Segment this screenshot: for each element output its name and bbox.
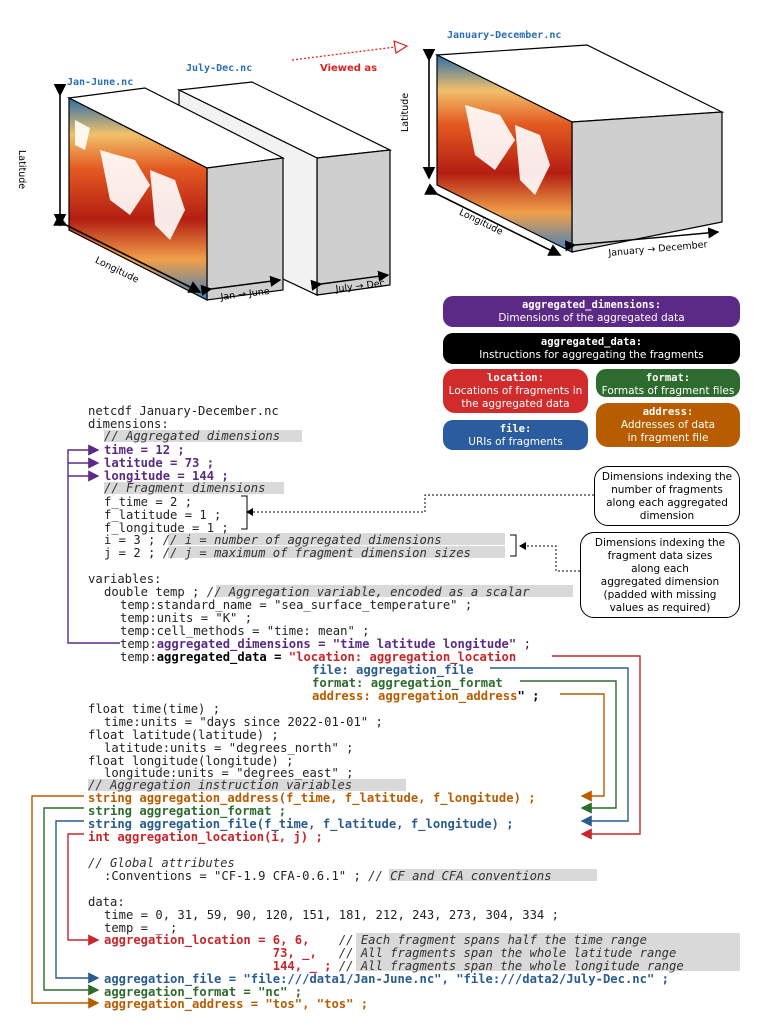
legend-desc: Locations of fragments in: [448, 385, 583, 397]
code-line-aggregated-dimensions: temp:aggregated_dimensions = "time latit…: [120, 637, 531, 651]
code-line-location-data: 144, _ ; // All fragments span the whole…: [104, 959, 684, 973]
longitude-arrow-left: [53, 214, 202, 293]
legend-key: aggregated_data:: [540, 336, 643, 348]
code-comment: // Global attributes: [88, 856, 235, 870]
code-line: f_time = 2 ;: [104, 495, 193, 509]
code-line-address-data: aggregation_address = "tos", "tos" ;: [104, 997, 369, 1011]
callout-line: along each aggregated: [606, 497, 728, 509]
callout-line: Dimensions indexing the: [594, 537, 726, 549]
code-comment: // Aggregated dimensions: [104, 429, 281, 443]
code-line: variables:: [88, 572, 162, 586]
legend-desc: in fragment file: [627, 432, 709, 444]
code-line-address: address: aggregation_address" ;: [312, 689, 540, 703]
code-line-aggregation-location: int aggregation_location(i, j) ;: [88, 830, 323, 844]
legend-address: address: Addresses of data in fragment f…: [596, 403, 740, 447]
code-line: float longitude(longitude) ;: [88, 754, 294, 768]
code-line-location-data: 73, _, // All fragments span the whole l…: [104, 946, 677, 960]
legend-key: format:: [645, 372, 691, 384]
legend-key: address:: [642, 406, 694, 418]
file-label-jan-june: Jan-June.nc: [67, 77, 134, 88]
code-line: f_latitude = 1 ;: [104, 508, 222, 522]
viewed-as-arrow: [291, 46, 396, 61]
callout-line: values as required): [609, 602, 711, 614]
code-line: temp:cell_methods = "time: mean" ;: [120, 624, 370, 638]
code-line: netcdf January-December.nc: [88, 404, 279, 418]
legend-desc: Dimensions of the aggregated data: [498, 312, 685, 324]
callout-line: number of fragments: [611, 484, 723, 496]
callout-fragment-counts: Dimensions indexing the number of fragme…: [594, 466, 740, 526]
code-line-time-dim: time = 12 ;: [104, 443, 185, 457]
code-line-file: file: aggregation_file: [312, 663, 474, 677]
legend-desc: Instructions for aggregating the fragmen…: [479, 349, 704, 361]
callout-line: (padded with missing: [603, 589, 717, 601]
code-line-location-data: aggregation_location = 6, 6, // Each fra…: [104, 933, 647, 947]
callout-line: fragment data sizes: [607, 550, 713, 562]
code-line-format-data: aggregation_format = "nc" ;: [104, 985, 303, 999]
code-line: temp:standard_name = "sea_surface_temper…: [120, 598, 473, 612]
code-line-aggregation-address: string aggregation_address(f_time, f_lat…: [88, 791, 536, 805]
legend-desc: URIs of fragments: [468, 436, 563, 448]
code-line: data:: [88, 895, 125, 909]
code-line: longitude:units = "degrees_east" ;: [104, 766, 354, 780]
code-line-aggregation-format: string aggregation_format ;: [88, 804, 287, 818]
callout-line: Dimensions indexing the: [601, 471, 733, 483]
callout-line: dimension: [639, 510, 695, 522]
code-line-format: format: aggregation_format: [312, 676, 503, 690]
code-line: dimensions:: [88, 417, 169, 431]
legend-location: location: Locations of fragments in the …: [443, 369, 588, 413]
legend-aggregated-data: aggregated_data: Instructions for aggreg…: [443, 333, 740, 364]
legend-aggregated-dimensions: aggregated_dimensions: Dimensions of the…: [443, 296, 740, 327]
code-line: time = 0, 31, 59, 90, 120, 151, 181, 212…: [104, 908, 559, 922]
legend-key: location:: [487, 372, 544, 384]
code-line-latitude-dim: latitude = 73 ;: [104, 456, 215, 470]
callout-line: aggregated dimension: [600, 576, 720, 588]
code-line: temp = _ ;: [104, 921, 178, 935]
legend-key: file:: [499, 423, 532, 435]
code-comment: // Fragment dimensions: [104, 481, 266, 495]
callout-line: along each: [631, 563, 689, 575]
legend-key: aggregated_dimensions:: [521, 299, 662, 311]
file-label-july-dec: July-Dec.nc: [186, 63, 253, 74]
code-line: float time(time) ;: [88, 702, 221, 716]
code-line: float latitude(latitude) ;: [88, 728, 279, 742]
code-line: f_longitude = 1 ;: [104, 521, 229, 535]
code-line: :Conventions = "CF-1.9 CFA-0.6.1" ; // C…: [104, 869, 552, 883]
code-line: latitude:units = "degrees_north" ;: [104, 741, 354, 755]
viewed-as-label: Viewed as: [320, 63, 378, 74]
code-line: temp:units = "K" ;: [120, 611, 253, 625]
legend-desc: the aggregated data: [461, 398, 570, 410]
code-line: i = 3 ; // i = number of aggregated dime…: [104, 533, 442, 547]
code-line-longitude-dim: longitude = 144 ;: [104, 469, 229, 483]
code-line-aggregation-file: string aggregation_file(f_time, f_latitu…: [88, 817, 514, 831]
file-label-january-december: January-December.nc: [447, 30, 562, 41]
code-line-aggregated-data: temp:aggregated_data = "location: aggreg…: [120, 650, 517, 664]
code-comment: // Aggregation instruction variables: [88, 778, 353, 792]
code-line-file-data: aggregation_file = "file:///data1/Jan-Ju…: [104, 972, 669, 986]
legend-desc: Formats of fragment files: [601, 385, 735, 397]
callout-fragment-sizes: Dimensions indexing the fragment data si…: [580, 532, 740, 618]
code-line: time:units = "days since 2022-01-01" ;: [104, 715, 383, 729]
longitude-arrow-right: [424, 183, 562, 256]
code-line: j = 2 ; // j = maximum of fragment dimen…: [104, 546, 471, 560]
legend-format: format: Formats of fragment files: [596, 369, 740, 397]
legend-file: file: URIs of fragments: [443, 420, 588, 450]
code-line: double temp ; // Aggregation variable, e…: [104, 585, 530, 599]
legend-desc: Addresses of data: [620, 419, 716, 431]
